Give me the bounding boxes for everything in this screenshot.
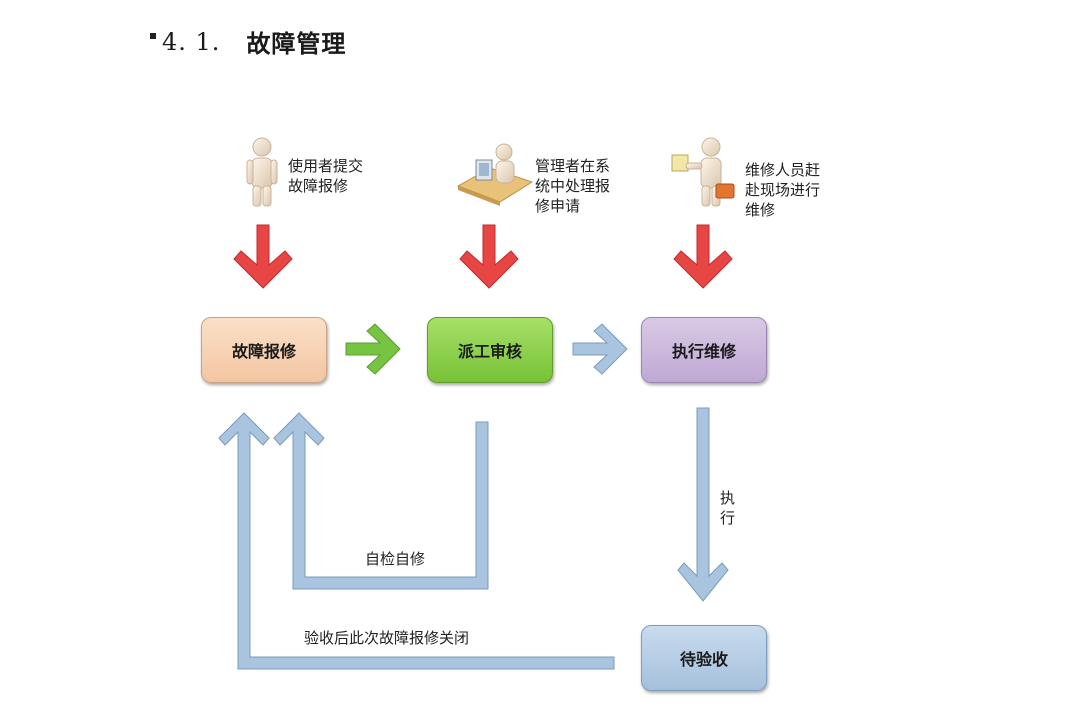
actor-3-text: 维修人员赶 赴现场进行 维修 [745,160,820,220]
actor-3-line: 维修 [745,201,776,219]
execute-label-char: 行 [720,509,736,527]
actor-1-text: 使用者提交 故障报修 [288,156,363,196]
execute-down-arrow-icon [677,407,729,602]
close-label: 验收后此次故障报修关闭 [304,629,470,647]
actor-1-line: 故障报修 [288,177,349,195]
admin-computer-icon [456,143,534,206]
down-arrow-1-icon [233,224,293,289]
execute-label: 执 行 [720,488,735,528]
execute-label-char: 执 [720,489,736,507]
technician-icon [671,137,735,207]
down-arrow-3-icon [673,224,733,289]
actor-2-line: 修申请 [535,197,581,215]
actor-3-line: 赴现场进行 [745,181,821,199]
down-arrow-2-icon [459,224,519,289]
actor-2-text: 管理者在系 统中处理报 修申请 [535,156,610,216]
actor-2-line: 管理者在系 [535,157,611,175]
right-arrow-blue-icon [572,323,628,375]
section-heading: 4. 1. 故障管理 [150,24,346,59]
dispatch-box: 派工审核 [427,317,553,383]
actor-1-line: 使用者提交 [288,157,364,175]
actor-2-line: 统中处理报 [535,177,611,195]
actor-3-line: 维修人员赶 [745,161,821,179]
right-arrow-green-icon [345,323,401,375]
bullet-icon [150,32,156,39]
report-box: 故障报修 [201,317,327,383]
close-loop-arrow-icon [218,412,615,670]
user-person-icon [246,137,278,207]
accept-box: 待验收 [641,625,767,691]
section-title: 故障管理 [246,29,347,58]
repair-box: 执行维修 [641,317,767,383]
self-repair-loop-arrow-icon [273,412,489,590]
self-repair-label: 自检自修 [365,550,426,568]
section-number: 4. 1. [162,27,221,56]
